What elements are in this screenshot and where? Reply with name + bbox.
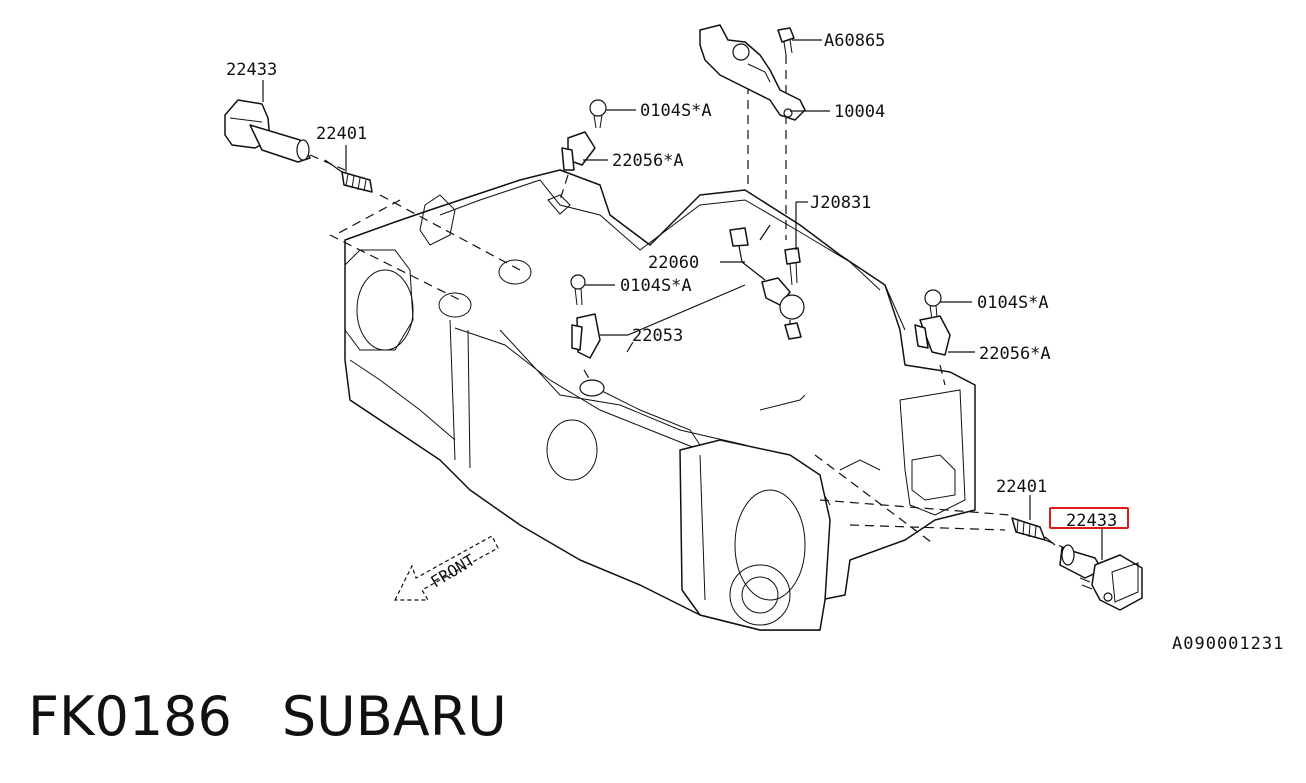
crank-sensor <box>570 274 605 397</box>
label-bolt-crank: 0104S*A <box>620 276 692 296</box>
front-direction-arrow: FRONT <box>394 535 499 601</box>
label-coil-right[interactable]: 22433 <box>1066 511 1117 531</box>
cam-sensor-right <box>914 289 951 356</box>
ignition-coil-left <box>224 99 311 163</box>
engine-parts-diagram: FRONT 22433 22401 A60865 10004 0104S*A 2… <box>224 24 1143 631</box>
label-plug-left: 22401 <box>316 124 367 144</box>
spark-plug-left <box>324 159 373 193</box>
label-harness-bolt: J20831 <box>810 193 871 213</box>
label-knock-sensor: 22060 <box>648 253 699 273</box>
label-bolt-cam-right: 0104S*A <box>977 293 1049 313</box>
part-labels: 22433 22401 A60865 10004 0104S*A 22056*A… <box>226 31 1117 531</box>
highlight-box <box>1049 507 1129 529</box>
label-bolt-a60865: A60865 <box>824 31 885 51</box>
leader-lines <box>262 39 1103 560</box>
engine-block <box>344 169 976 631</box>
bolt-j20831 <box>784 247 801 286</box>
label-bolt-cam-left: 0104S*A <box>640 101 712 121</box>
label-cam-sensor-right: 22056*A <box>979 344 1051 364</box>
label-crank-sensor: 22053 <box>632 326 683 346</box>
caption-code: FK0186 <box>28 685 232 748</box>
label-coil-left: 22433 <box>226 60 277 80</box>
bolt-a60865 <box>777 27 795 56</box>
ignition-coil-right <box>1059 544 1143 611</box>
label-plug-right: 22401 <box>996 477 1047 497</box>
reference-code: A090001231 <box>1172 634 1285 654</box>
label-cam-sensor-left: 22056*A <box>612 151 684 171</box>
knock-sensor <box>729 227 805 340</box>
label-bracket: 10004 <box>834 102 885 122</box>
spark-plug-right <box>1011 517 1056 546</box>
caption: FK0186 SUBARU <box>28 682 507 752</box>
front-label: FRONT <box>427 550 478 591</box>
cam-sensor-left <box>547 99 607 215</box>
caption-brand: SUBARU <box>281 685 507 748</box>
